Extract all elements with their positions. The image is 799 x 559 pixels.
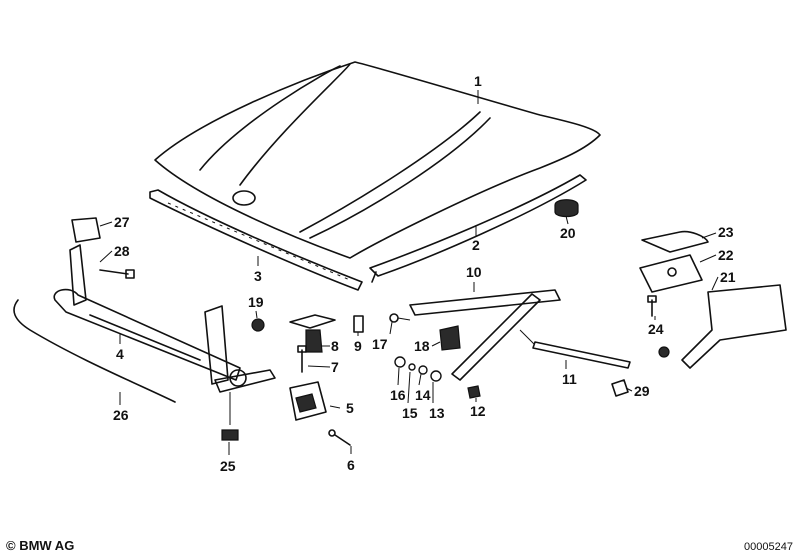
label-17: 17 bbox=[372, 336, 388, 352]
hinge-22-part[interactable] bbox=[639, 254, 703, 293]
label-15: 15 bbox=[402, 405, 418, 421]
label-19: 19 bbox=[248, 294, 264, 310]
stay-10-part[interactable] bbox=[409, 289, 561, 381]
label-29: 29 bbox=[634, 383, 650, 399]
clip-12-part[interactable] bbox=[467, 385, 481, 399]
label-28: 28 bbox=[114, 243, 130, 259]
label-14: 14 bbox=[415, 387, 431, 403]
washer-15-part[interactable] bbox=[408, 363, 416, 371]
cable-26-part[interactable] bbox=[13, 299, 176, 403]
lock-5-part[interactable] bbox=[289, 381, 327, 421]
label-18: 18 bbox=[414, 338, 430, 354]
label-3: 3 bbox=[254, 268, 262, 284]
bonnet-part[interactable] bbox=[154, 61, 601, 259]
label-8: 8 bbox=[331, 338, 339, 354]
buffer-20-part[interactable] bbox=[554, 199, 579, 218]
screw-17-part[interactable] bbox=[389, 313, 411, 323]
seal-rear-part[interactable] bbox=[369, 174, 587, 283]
clip-29-part[interactable] bbox=[611, 379, 629, 397]
seal-front-part[interactable] bbox=[149, 189, 363, 291]
label-25: 25 bbox=[220, 458, 236, 474]
bracket-23-part[interactable] bbox=[641, 230, 709, 253]
diagram-number: 00005247 bbox=[744, 541, 793, 553]
washer-14-part[interactable] bbox=[418, 365, 428, 375]
label-12: 12 bbox=[470, 403, 486, 419]
label-6: 6 bbox=[347, 457, 355, 473]
nut-19-part[interactable] bbox=[251, 318, 265, 332]
clip-18-part[interactable] bbox=[439, 325, 461, 351]
bolt-9-part[interactable] bbox=[353, 315, 364, 333]
callout-labels: 1 2 3 4 5 6 7 8 9 10 11 12 13 14 15 16 1… bbox=[113, 73, 736, 474]
bracket-27-part[interactable] bbox=[71, 217, 101, 243]
label-4: 4 bbox=[116, 346, 124, 362]
screw-6-part[interactable] bbox=[328, 429, 351, 446]
hinge-21-part[interactable] bbox=[681, 284, 787, 369]
hinge-assembly-part[interactable] bbox=[53, 244, 276, 393]
label-2: 2 bbox=[472, 237, 480, 253]
washer-16-part[interactable] bbox=[394, 356, 406, 368]
gas-strut-11-part[interactable] bbox=[519, 329, 631, 369]
label-7: 7 bbox=[331, 359, 339, 375]
label-10: 10 bbox=[466, 264, 482, 280]
nut-13-part[interactable] bbox=[430, 370, 442, 382]
bracket-8-part[interactable] bbox=[289, 314, 336, 353]
copyright-text: © BMW AG bbox=[6, 538, 75, 553]
label-13: 13 bbox=[429, 405, 445, 421]
bolt-24-part[interactable] bbox=[647, 295, 670, 358]
label-11: 11 bbox=[562, 371, 577, 387]
label-1: 1 bbox=[474, 73, 482, 89]
bolt-25-part[interactable] bbox=[221, 392, 239, 441]
label-24: 24 bbox=[648, 321, 664, 337]
label-9: 9 bbox=[354, 338, 362, 354]
label-23: 23 bbox=[718, 224, 734, 240]
bolt-28-part[interactable] bbox=[99, 269, 135, 279]
leader-lines bbox=[99, 90, 719, 455]
label-27: 27 bbox=[114, 214, 130, 230]
label-5: 5 bbox=[346, 400, 354, 416]
label-16: 16 bbox=[390, 387, 406, 403]
bolt-7-part[interactable] bbox=[297, 345, 307, 373]
label-22: 22 bbox=[718, 247, 734, 263]
label-26: 26 bbox=[113, 407, 129, 423]
label-21: 21 bbox=[720, 269, 736, 285]
label-20: 20 bbox=[560, 225, 576, 241]
